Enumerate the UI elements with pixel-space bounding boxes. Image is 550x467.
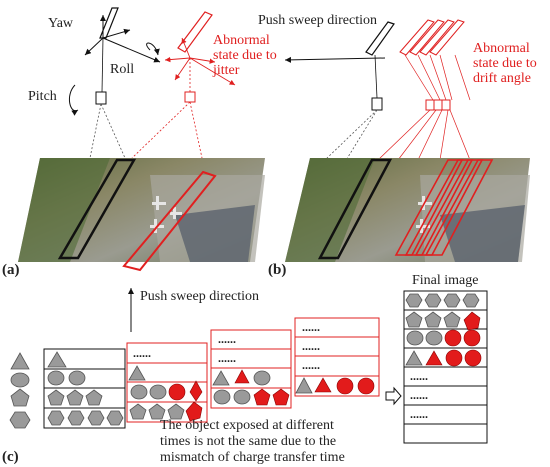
stage-4-dots-2: ...... bbox=[302, 339, 320, 353]
caption-line1: The object exposed at different bbox=[160, 418, 334, 433]
stage-3-grid: ...... ...... bbox=[210, 329, 292, 409]
scan-strip-jitter bbox=[122, 170, 217, 272]
panel-a: Yaw Roll Pitch Abnormal state due to jit… bbox=[2, 7, 277, 278]
final-dots-2: ...... bbox=[410, 388, 428, 402]
panel-b-label: (b) bbox=[268, 262, 286, 278]
stage-2-grid: ...... bbox=[126, 342, 208, 423]
stage-3-dots-1: ...... bbox=[218, 332, 236, 346]
final-image-label: Final image bbox=[412, 273, 479, 288]
pitch-axis bbox=[84, 37, 104, 56]
stage-2-dots: ...... bbox=[133, 346, 151, 360]
scan-strip-b-normal bbox=[317, 158, 393, 260]
yaw-label: Yaw bbox=[48, 16, 74, 31]
stage-1-grid bbox=[43, 348, 126, 429]
final-dots-3: ...... bbox=[410, 407, 428, 421]
push-sweep-label-b: Push sweep direction bbox=[258, 13, 377, 28]
panel-c: Push sweep direction bbox=[2, 273, 488, 465]
drift-note-line3: drift angle bbox=[473, 71, 531, 86]
scan-strip-normal bbox=[57, 158, 137, 260]
roll-label: Roll bbox=[110, 62, 134, 77]
legend-hexagon-icon bbox=[9, 411, 31, 429]
to-final-arrow bbox=[385, 386, 402, 406]
panel-c-label: (c) bbox=[2, 449, 19, 465]
legend-shapes-column bbox=[9, 352, 31, 429]
satellite-sensor-jitter bbox=[177, 11, 213, 53]
satellite-body-b bbox=[371, 97, 383, 111]
stage-4-dots-1: ...... bbox=[302, 320, 320, 334]
satellite-sensor-b bbox=[365, 21, 395, 56]
legend-pentagon-icon bbox=[10, 388, 30, 407]
pitch-rotation-arrow bbox=[68, 84, 79, 116]
aerial-image-b bbox=[285, 158, 530, 262]
stage-4-dots-3: ...... bbox=[302, 358, 320, 372]
legend-circle-icon bbox=[10, 372, 30, 388]
satellite-body-normal bbox=[95, 91, 107, 105]
drift-sensor-stack bbox=[399, 19, 465, 111]
panel-a-label: (a) bbox=[2, 262, 20, 278]
drift-projection-lines bbox=[377, 54, 471, 161]
pitch-label: Pitch bbox=[28, 89, 57, 104]
final-dots-1: ...... bbox=[410, 369, 428, 383]
stage-4-grid: ...... ...... ...... bbox=[294, 317, 380, 397]
scan-strips-drift bbox=[394, 159, 494, 256]
jitter-note-line1: Abnormal bbox=[213, 33, 270, 48]
panel-b: Push sweep direction Abnormal state due … bbox=[258, 13, 537, 278]
push-sweep-label-c: Push sweep direction bbox=[140, 289, 259, 304]
push-sweep-arrow-b bbox=[284, 56, 386, 63]
drift-note-line1: Abnormal bbox=[473, 41, 530, 56]
roll-rotation-arrow bbox=[146, 42, 160, 56]
legend-triangle-icon bbox=[10, 352, 30, 370]
caption-line2: times is not the same due to the bbox=[160, 434, 336, 449]
roll-axis bbox=[102, 28, 131, 39]
satellite-body-jitter bbox=[184, 91, 196, 103]
drift-note-line2: state due to bbox=[473, 56, 537, 71]
roll-line bbox=[102, 37, 161, 63]
caption-line3: mismatch of charge transfer time bbox=[160, 450, 345, 465]
final-image-grid: ...... ...... ...... bbox=[403, 290, 488, 444]
aerial-image-a bbox=[18, 158, 265, 262]
jitter-note-line3: jitter bbox=[212, 63, 240, 78]
stage-3-dots-2: ...... bbox=[218, 351, 236, 365]
jitter-note-line2: state due to bbox=[213, 48, 277, 63]
